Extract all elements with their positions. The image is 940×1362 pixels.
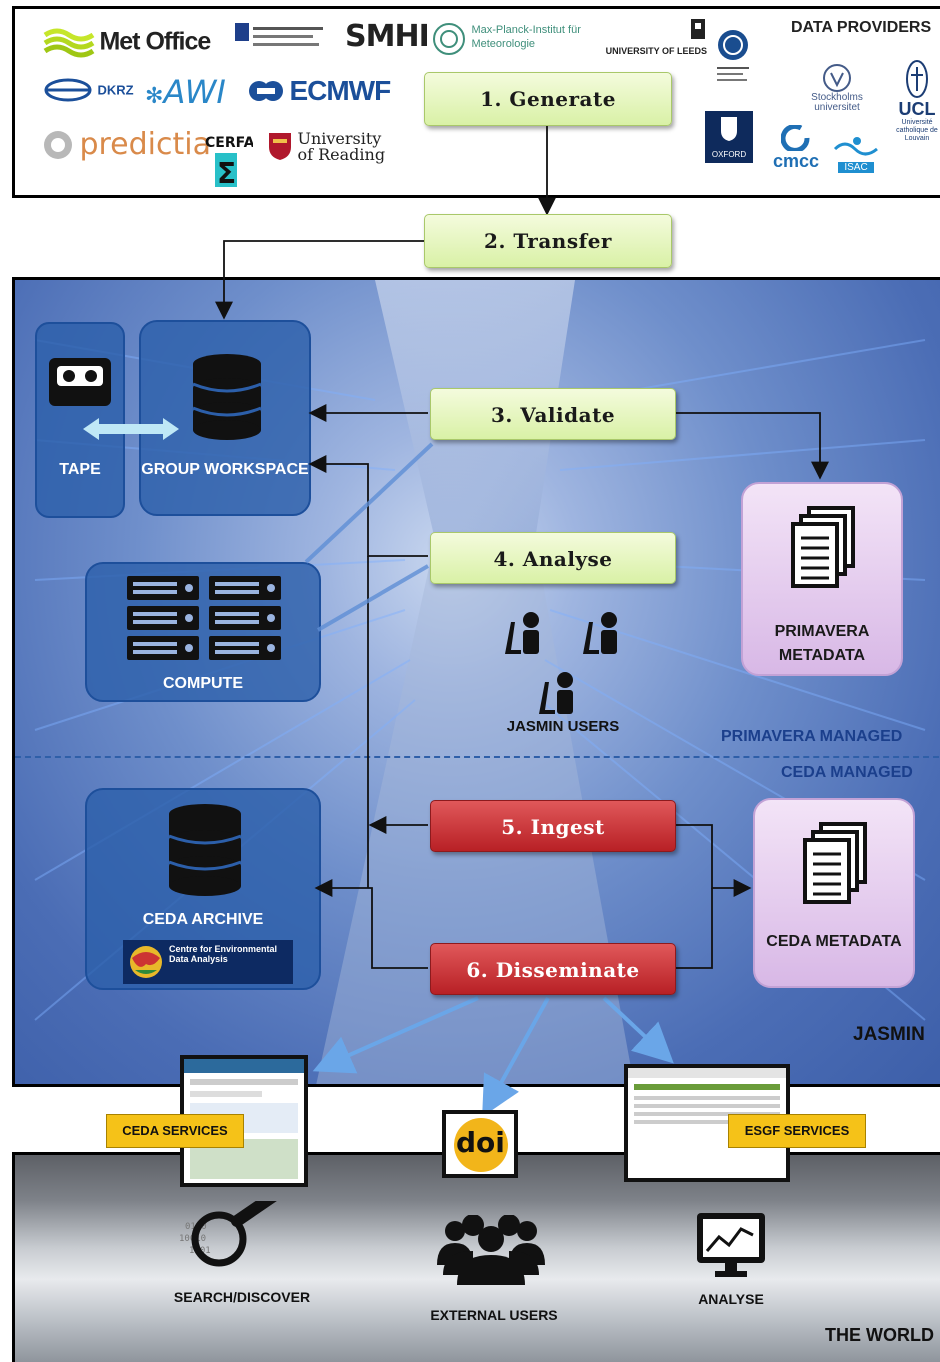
mpi-logo: Max-Planck-Institut für Meteorologie xyxy=(431,21,581,57)
jasmin-users-label: JASMIN USERS xyxy=(506,718,620,735)
providers-heading: DATA PROVIDERS xyxy=(791,19,932,36)
jasmin-label: JASMIN xyxy=(853,1024,925,1045)
data-providers-box: Met Office SMHI Max-Planck-Institut für … xyxy=(12,6,940,198)
knmi-logo xyxy=(235,21,327,57)
database-icon xyxy=(192,354,262,440)
doi-circle xyxy=(454,1118,508,1172)
met-office-logo: Met Office xyxy=(43,25,211,59)
step-validate[interactable]: 3. Validate xyxy=(430,388,676,440)
external-users-icon xyxy=(437,1215,545,1285)
svg-text:Σ: Σ xyxy=(217,157,236,189)
analyse-monitor-icon xyxy=(697,1213,765,1277)
isac-logo: ISAC xyxy=(833,135,879,175)
managed-divider xyxy=(15,756,940,758)
cassette-icon xyxy=(49,358,111,406)
awi-logo: ✻AWI xyxy=(145,73,226,111)
bsc-logo xyxy=(713,27,753,92)
group-workspace-panel[interactable]: GROUP WORKSPACE xyxy=(139,320,311,516)
step-disseminate[interactable]: 6. Disseminate xyxy=(430,943,676,995)
external-users-label: EXTERNAL USERS xyxy=(430,1307,558,1323)
search-discover-label[interactable]: SEARCH/DISCOVER xyxy=(173,1289,311,1305)
smhi-logo: SMHI xyxy=(345,19,430,54)
compute-label: COMPUTE xyxy=(163,675,243,692)
server-rack-icon xyxy=(127,576,281,660)
ucl-logo: UCL Université catholique de Louvain xyxy=(893,59,940,143)
primavera-metadata-label: PRIMAVERA METADATA xyxy=(774,623,870,664)
tape-workspace-arrow xyxy=(83,418,179,440)
jasmin-users-icon xyxy=(505,612,617,714)
archive-database-icon xyxy=(168,804,242,896)
ceda-services-badge[interactable]: CEDA SERVICES xyxy=(106,1114,244,1148)
cmcc-logo: cmcc xyxy=(773,125,819,172)
step-transfer[interactable]: 2. Transfer xyxy=(424,214,672,268)
oxford-logo: OXFORD xyxy=(705,111,753,163)
esgf-services-badge[interactable]: ESGF SERVICES xyxy=(728,1114,866,1148)
ceda-managed-label: CEDA MANAGED xyxy=(781,764,913,781)
reading-logo: University of Reading xyxy=(267,131,387,163)
ceda-metadata-panel[interactable]: CEDA METADATA xyxy=(753,798,915,988)
ceda-badge: Centre for Environmental Data Analysis xyxy=(123,940,293,984)
ceda-metadata-label: CEDA METADATA xyxy=(766,933,902,950)
group-workspace-label: GROUP WORKSPACE xyxy=(141,461,309,478)
primavera-managed-label: PRIMAVERA MANAGED xyxy=(721,728,903,745)
step-generate[interactable]: 1. Generate xyxy=(424,72,672,126)
louvain-text: Université catholique de Louvain xyxy=(896,119,938,142)
leeds-logo: UNIVERSITY OF LEEDS xyxy=(597,19,707,59)
documents-icon xyxy=(791,506,855,588)
world-label: THE WORLD xyxy=(825,1325,934,1345)
step-analyse[interactable]: 4. Analyse xyxy=(430,532,676,584)
dkrz-logo: DKRZ xyxy=(43,77,134,103)
doi-badge[interactable]: doi xyxy=(442,1110,518,1178)
primavera-metadata-panel[interactable]: PRIMAVERA METADATA xyxy=(741,482,903,676)
tape-label: TAPE xyxy=(59,461,101,478)
analyse-world-label[interactable]: ANALYSE xyxy=(698,1291,764,1307)
predictia-logo: predictia xyxy=(41,127,211,162)
cerfacs-logo: CERFACS Σ xyxy=(203,127,275,194)
step-ingest[interactable]: 5. Ingest xyxy=(430,800,676,852)
ceda-archive-label: CEDA ARCHIVE xyxy=(142,911,264,928)
stockholm-logo: Stockholms universitet xyxy=(805,63,869,113)
ecmwf-logo: ECMWF xyxy=(247,75,391,107)
tape-panel[interactable]: TAPE xyxy=(35,322,125,518)
compute-panel[interactable]: COMPUTE xyxy=(85,562,321,702)
ceda-globe-icon xyxy=(130,946,162,978)
svg-text:CERFACS: CERFACS xyxy=(205,135,253,151)
ceda-archive-panel[interactable]: CEDA ARCHIVE Centre for Environmental Da… xyxy=(85,788,321,990)
ceda-documents-icon xyxy=(803,822,867,904)
